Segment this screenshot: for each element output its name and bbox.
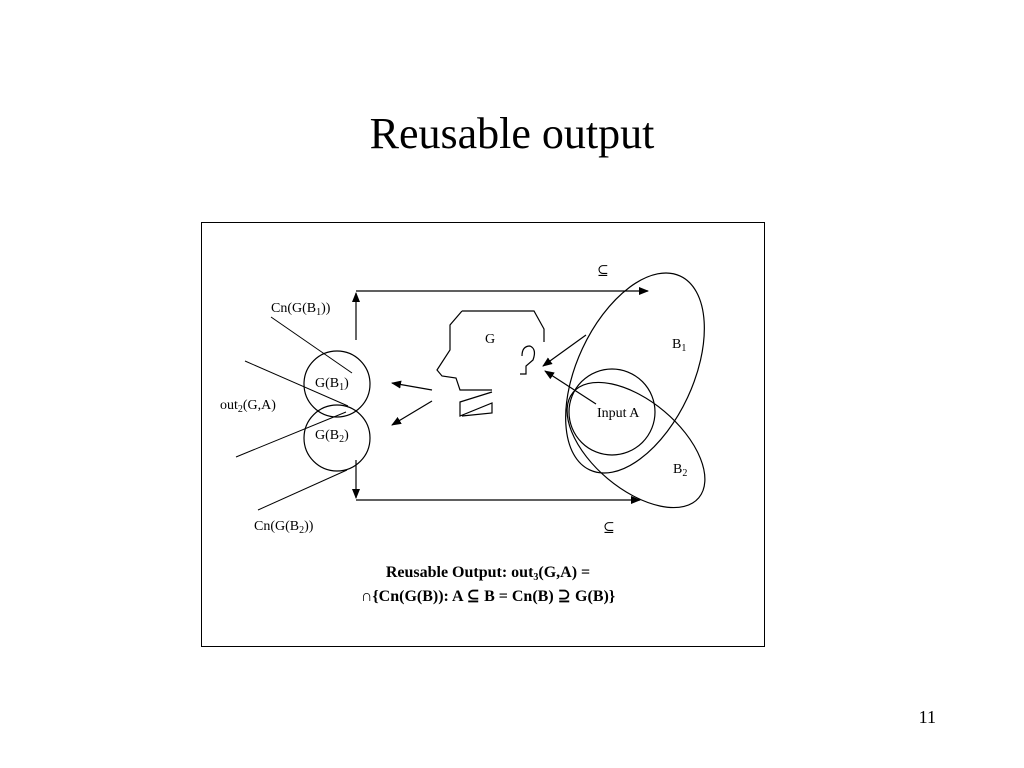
b1-to-ear-arrow bbox=[543, 335, 586, 366]
out2-label: out2(G,A) bbox=[220, 398, 276, 415]
b1-ellipse bbox=[537, 252, 733, 495]
g-b2-label: G(B2) bbox=[315, 428, 349, 445]
formula-line-1: Reusable Output: out3(G,A) = bbox=[386, 564, 590, 583]
ear-icon bbox=[520, 346, 534, 374]
g-label: G bbox=[485, 332, 495, 347]
b2-label: B2 bbox=[673, 462, 687, 479]
out2-lines bbox=[236, 317, 352, 510]
cn-g-b1-label: Cn(G(B1)) bbox=[271, 301, 331, 318]
cn-g-b2-label: Cn(G(B2)) bbox=[254, 519, 314, 536]
formula-line-2: ∩{Cn(G(B)): A ⊆ B = Cn(B) ⊇ G(B)} bbox=[361, 588, 615, 605]
output-bracket bbox=[356, 291, 648, 500]
b2-ellipse bbox=[545, 359, 727, 532]
input-a-label: Input A bbox=[597, 406, 640, 421]
head-to-gb2-arrow bbox=[392, 401, 432, 425]
b1-label: B1 bbox=[672, 337, 686, 354]
subset-top-symbol: ⊆ bbox=[597, 264, 609, 279]
g-b1-label: G(B1) bbox=[315, 376, 349, 393]
subset-bottom-symbol: ⊆ bbox=[603, 521, 615, 536]
head-to-gb1-arrow bbox=[392, 383, 432, 390]
page-number: 11 bbox=[919, 707, 936, 728]
head-profile-icon bbox=[437, 311, 544, 416]
